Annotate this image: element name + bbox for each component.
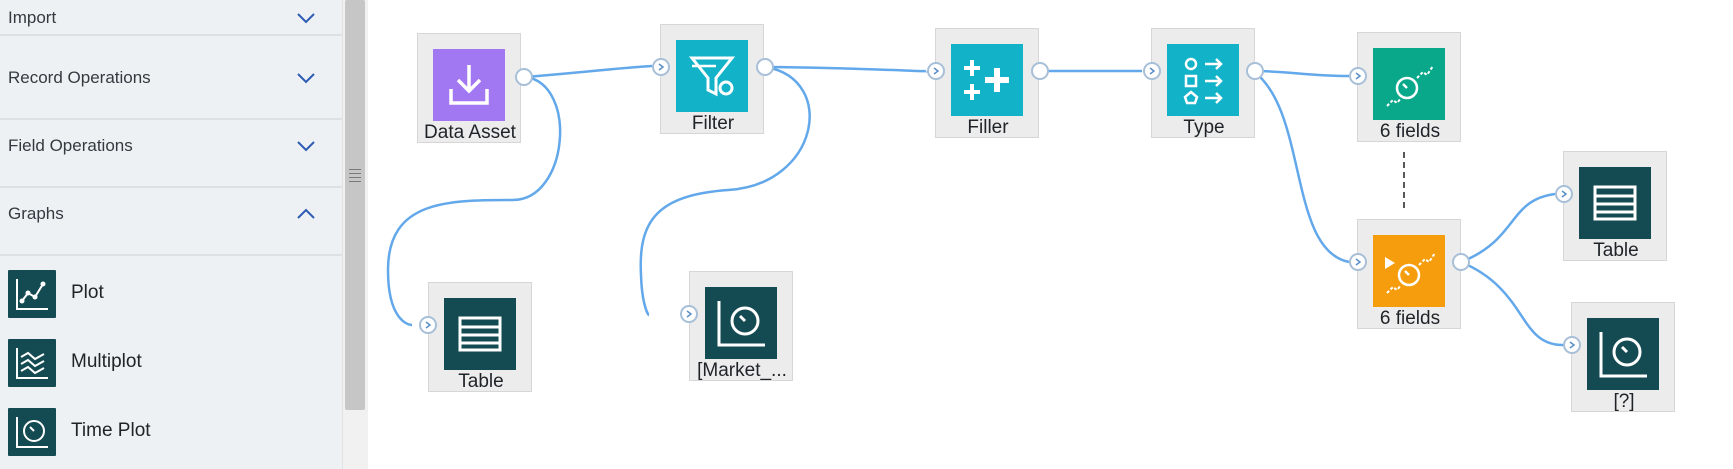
model-icon	[1373, 48, 1445, 120]
node-table[interactable]: Table	[428, 282, 532, 392]
node-filter[interactable]: Filter	[660, 24, 764, 134]
palette-item-plot[interactable]: Plot	[0, 260, 342, 328]
table-icon	[1579, 167, 1651, 239]
input-port[interactable]	[1349, 67, 1367, 85]
node-palette-sidebar: Import Record Operations Field Operation…	[0, 0, 342, 469]
time-plot-icon	[1587, 318, 1659, 390]
input-port[interactable]	[1349, 253, 1367, 271]
section-title: Import	[8, 8, 57, 27]
section-graphs[interactable]: Graphs	[0, 188, 342, 256]
connection-wire	[525, 64, 653, 79]
splitter-grip	[349, 181, 361, 182]
palette-item-label: Time Plot	[71, 420, 151, 441]
chevron-down-icon	[297, 141, 315, 152]
node-type[interactable]: Type	[1151, 28, 1255, 138]
output-port[interactable]	[1452, 253, 1470, 271]
chevron-up-icon	[297, 208, 315, 219]
model-nugget-icon	[1373, 235, 1445, 307]
splitter-grip	[349, 169, 361, 170]
palette-item-multiplot[interactable]: Multiplot	[0, 329, 342, 397]
time-plot-icon	[705, 287, 777, 359]
node-label: Data Asset	[424, 122, 516, 143]
node-time-plot[interactable]: [Market_...	[689, 271, 793, 381]
input-port[interactable]	[419, 316, 437, 334]
node-model-nugget[interactable]: 6 fields	[1357, 219, 1461, 329]
chevron-down-icon	[297, 13, 315, 24]
node-label: 6 fields	[1379, 121, 1441, 142]
output-port[interactable]	[1031, 62, 1049, 80]
node-label: Filter	[691, 113, 735, 134]
section-title: Graphs	[8, 204, 64, 223]
node-time-plot[interactable]: [?]	[1571, 302, 1675, 412]
time-plot-icon	[8, 408, 56, 456]
node-label: 6 fields	[1379, 308, 1441, 329]
node-label: Table	[1593, 240, 1639, 261]
plot-icon	[8, 270, 56, 318]
section-title: Record Operations	[8, 68, 151, 87]
connection-wire	[1460, 260, 1564, 347]
input-port[interactable]	[927, 62, 945, 80]
section-field-operations[interactable]: Field Operations	[0, 120, 342, 188]
output-port[interactable]	[756, 58, 774, 76]
flow-canvas[interactable]: Data Asset Filter Filler	[368, 0, 1733, 469]
chevron-down-icon	[297, 73, 315, 84]
splitter-grip	[349, 173, 361, 174]
connection-wire	[639, 65, 811, 317]
node-data-asset[interactable]: Data Asset	[417, 33, 521, 143]
node-label: [Market_...	[697, 360, 787, 381]
palette-item-time-plot[interactable]: Time Plot	[0, 398, 342, 466]
input-port[interactable]	[1555, 185, 1573, 203]
section-record-operations[interactable]: Record Operations	[0, 52, 342, 120]
plus-icon	[951, 44, 1023, 116]
node-table[interactable]: Table	[1563, 151, 1667, 261]
connection-wire	[765, 65, 929, 73]
splitter-grip	[349, 177, 361, 178]
section-import[interactable]: Import	[0, 0, 342, 36]
connection-wire	[1252, 69, 1350, 78]
input-port[interactable]	[680, 305, 698, 323]
output-port[interactable]	[1246, 62, 1264, 80]
connection-wire	[1252, 69, 1350, 264]
connection-wire	[386, 75, 562, 327]
funnel-icon	[676, 40, 748, 112]
node-label: Type	[1183, 117, 1225, 138]
section-title: Field Operations	[8, 136, 133, 155]
type-shapes-icon	[1167, 44, 1239, 116]
sidebar-scrollbar-thumb[interactable]	[345, 0, 365, 410]
table-icon	[444, 298, 516, 370]
node-label: Filler	[967, 117, 1009, 138]
palette-item-label: Plot	[71, 282, 104, 303]
output-port[interactable]	[515, 68, 533, 86]
flow-connections	[386, 64, 1564, 347]
multiplot-icon	[8, 339, 56, 387]
palette-item-label: Multiplot	[71, 351, 142, 372]
download-icon	[433, 49, 505, 121]
input-port[interactable]	[1563, 336, 1581, 354]
node-model-builder[interactable]: 6 fields	[1357, 32, 1461, 142]
node-label: Table	[458, 371, 504, 392]
input-port[interactable]	[652, 58, 670, 76]
node-label: [?]	[1613, 391, 1635, 412]
input-port[interactable]	[1143, 62, 1161, 80]
connection-wire	[1460, 192, 1556, 264]
node-filler[interactable]: Filler	[935, 28, 1039, 138]
